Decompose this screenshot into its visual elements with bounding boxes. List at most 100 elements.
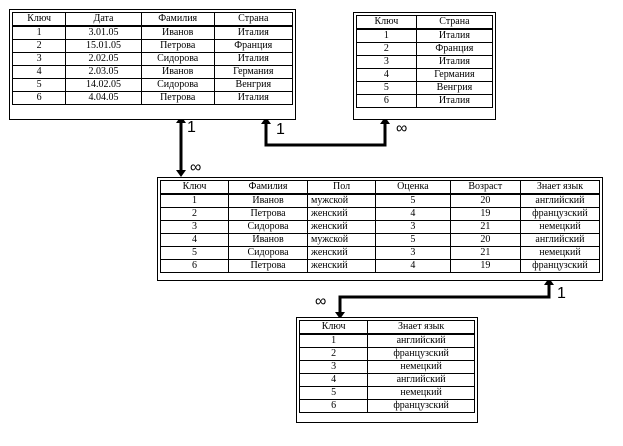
cell: 3: [11, 52, 67, 66]
orders-col-key: Ключ: [11, 12, 67, 27]
languages-col-language: Знает язык: [367, 320, 475, 335]
cardinality-orders-countries-one: 1: [276, 121, 285, 138]
cell: Сидорова: [140, 78, 215, 92]
cell: 21: [449, 246, 521, 260]
cell: Италия: [415, 94, 494, 108]
cell: женский: [307, 220, 377, 234]
cell: немецкий: [519, 246, 601, 260]
cell: французский: [367, 399, 475, 413]
cell: 3: [375, 246, 451, 260]
cell: 5: [375, 233, 451, 247]
cell: 20: [449, 193, 521, 208]
cell: Иванов: [228, 193, 309, 208]
cell: английский: [519, 233, 601, 247]
cell: немецкий: [367, 360, 475, 374]
cell: 2.03.05: [65, 65, 142, 79]
cell: английский: [519, 193, 601, 208]
cell: английский: [367, 373, 475, 387]
cell: французский: [519, 207, 601, 221]
cell: мужской: [307, 193, 377, 208]
cell: Сидорова: [228, 220, 309, 234]
cell: 4: [356, 68, 417, 82]
cell: французский: [367, 347, 475, 361]
cell: Иванов: [140, 25, 215, 40]
cell: 2: [159, 207, 230, 221]
cell: 4: [298, 373, 369, 387]
cell: 5: [298, 386, 369, 400]
cardinality-orders-countries-many: ∞: [396, 120, 408, 137]
languages-col-key: Ключ: [298, 320, 369, 335]
cell: 1: [11, 25, 67, 40]
cell: 4.04.05: [65, 91, 142, 105]
cell: 2.02.05: [65, 52, 142, 66]
cell: 4: [375, 259, 451, 273]
cell: 3.01.05: [65, 25, 142, 40]
countries-col-key: Ключ: [356, 15, 417, 30]
cell: 3: [159, 220, 230, 234]
cell: 19: [449, 207, 521, 221]
people-col-age: Возраст: [449, 180, 521, 195]
link-orders-countries-arrow-left: [261, 117, 271, 124]
cell: 1: [298, 333, 369, 348]
link-people-languages-arrow-top: [544, 278, 554, 285]
cell: Италия: [213, 25, 294, 40]
people-col-grade: Оценка: [375, 180, 451, 195]
cell: женский: [307, 207, 377, 221]
link-orders-countries: [264, 124, 387, 147]
cell: Италия: [213, 91, 294, 105]
cell: Германия: [415, 68, 494, 82]
cell: мужской: [307, 233, 377, 247]
cell: 5: [11, 78, 67, 92]
cell: Франция: [213, 39, 294, 53]
people-col-gender: Пол: [307, 180, 377, 195]
people-table: Ключ Фамилия Пол Оценка Возраст Знает яз…: [159, 180, 601, 273]
cell: 3: [298, 360, 369, 374]
cell: 4: [11, 65, 67, 79]
link-people-languages: [338, 285, 551, 312]
cardinality-orders-people-one: 1: [187, 119, 196, 136]
cardinality-people-languages-one: 1: [557, 285, 566, 302]
cell: немецкий: [519, 220, 601, 234]
cell: 2: [298, 347, 369, 361]
cell: Петрова: [228, 207, 309, 221]
cell: 4: [159, 233, 230, 247]
cardinality-people-languages-many: ∞: [315, 293, 327, 310]
people-col-surname: Фамилия: [228, 180, 309, 195]
cell: 6: [298, 399, 369, 413]
cell: 19: [449, 259, 521, 273]
cell: немецкий: [367, 386, 475, 400]
cell: Германия: [213, 65, 294, 79]
cell: 6: [11, 91, 67, 105]
cell: 6: [356, 94, 417, 108]
people-col-language: Знает язык: [519, 180, 601, 195]
cell: 2: [11, 39, 67, 53]
orders-col-date: Дата: [65, 12, 142, 27]
people-col-key: Ключ: [159, 180, 230, 195]
link-people-languages-arrow-bottom: [335, 312, 345, 319]
cell: Франция: [415, 42, 494, 56]
cell: 3: [375, 220, 451, 234]
